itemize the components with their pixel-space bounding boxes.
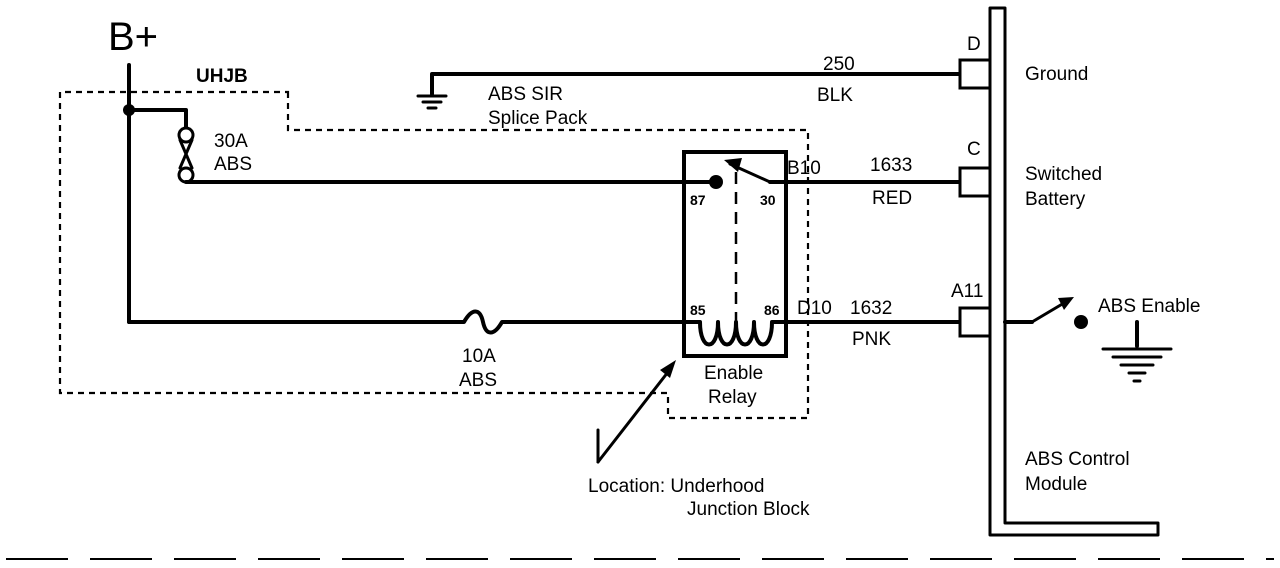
- enable-switch-arrowhead: [1058, 297, 1074, 310]
- splice-ground-icon: [416, 94, 448, 110]
- ground-wire-250: [430, 72, 962, 96]
- connector-d: [958, 58, 992, 90]
- module-label-line1: ABS Control: [1025, 449, 1130, 470]
- location-pointer-line: [596, 370, 670, 464]
- pin-d10-label: D10: [797, 298, 832, 319]
- circuit-250-color: BLK: [817, 85, 853, 106]
- location-pointer-arrowhead: [660, 360, 676, 378]
- connector-c: [958, 166, 992, 198]
- fuse10-amp-label: 10A: [462, 346, 496, 367]
- connector-a11: [958, 306, 992, 338]
- fuse10-name-label: ABS: [459, 370, 497, 391]
- uhjb-boundary: [58, 90, 810, 420]
- connector-a11-label: A11: [951, 281, 983, 302]
- relay-label-line1: Enable: [704, 363, 763, 384]
- switched-battery-line2: Battery: [1025, 189, 1086, 210]
- location-label-line1: Location: Underhood: [588, 476, 764, 497]
- switched-battery-line1: Switched: [1025, 164, 1102, 185]
- splice-label-line1: ABS SIR: [488, 84, 563, 105]
- fuse30-name-label: ABS: [214, 154, 252, 175]
- pin-b10-label: B10: [787, 158, 821, 179]
- pin-86-label: 86: [764, 302, 780, 318]
- pin87-contact-dot: [709, 175, 723, 189]
- enable-switch-blade: [1030, 301, 1066, 324]
- enable-relay-box: [682, 150, 788, 358]
- connector-d-label: D: [967, 34, 981, 55]
- module-outline: [988, 6, 1160, 537]
- b-plus-label: B+: [108, 15, 158, 59]
- relay-coil: [682, 320, 788, 347]
- abs-enable-label: ABS Enable: [1098, 296, 1200, 317]
- circuit-250-number: 250: [823, 54, 855, 75]
- fuse-30a-icon: [177, 126, 195, 184]
- fuse30-feed-wire: [127, 108, 188, 130]
- enable-ground-icon: [1101, 347, 1173, 383]
- circuit-1633-number: 1633: [870, 155, 912, 176]
- wire-10a-branch: [127, 309, 686, 335]
- pin-85-label: 85: [690, 302, 706, 318]
- splice-label-line2: Splice Pack: [488, 108, 588, 129]
- circuit-1633-color: RED: [872, 188, 912, 209]
- module-label-line2: Module: [1025, 474, 1087, 495]
- circuit-1632-color: PNK: [852, 329, 891, 350]
- relay-arm-arrowhead: [724, 158, 742, 172]
- enable-switch-contact: [1074, 315, 1088, 329]
- relay-label-line2: Relay: [708, 387, 757, 408]
- connector-c-label: C: [967, 139, 981, 160]
- uhjb-label: UHJB: [196, 66, 248, 87]
- pin-87-label: 87: [690, 192, 706, 208]
- ground-label: Ground: [1025, 64, 1088, 85]
- circuit-1632-number: 1632: [850, 298, 892, 319]
- location-label-line2: Junction Block: [687, 499, 810, 520]
- pin-30-label: 30: [760, 192, 776, 208]
- fuse30-amp-label: 30A: [214, 131, 248, 152]
